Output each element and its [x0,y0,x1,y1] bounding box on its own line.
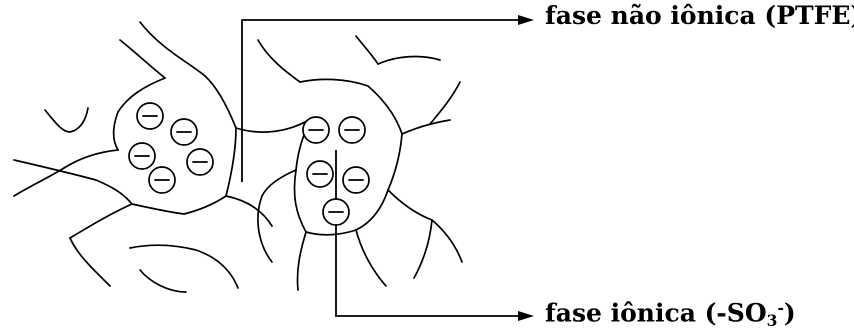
polymer-chain [356,36,378,64]
polymer-chain [414,220,432,278]
polymer-chain [70,238,110,286]
polymer-chain [432,220,462,262]
polymer-chain [14,168,64,196]
polymer-chain [140,22,205,76]
polymer-chain [388,190,432,220]
ionic-phase-label: fase iônica (-SO3-) [545,300,796,328]
polymer-chain [96,180,132,204]
polymer-chain [184,196,226,214]
ionic-label-prefix: fase iônica (-SO [545,299,767,328]
polymer-chain [294,170,306,232]
arrow-ionic [518,311,534,321]
polymer-chain [356,230,386,286]
left-polymer-chains [14,22,312,292]
ion-group [307,161,333,187]
polymer-chain [402,120,450,134]
polymer-chain [258,40,300,82]
polymer-chain [356,190,388,230]
polymer-chain [120,40,165,78]
ion-group [171,119,197,145]
ion-group [187,149,213,175]
ionic-label-subscript: 3 [767,311,778,330]
non-ionic-phase-label: fase não iônica (PTFE) [545,3,854,28]
ion-group [323,199,349,225]
polymer-chain [132,204,184,214]
polymer-chain [300,79,368,86]
polymer-chain [236,118,312,132]
ion-group [343,167,369,193]
polymer-chain [368,86,402,134]
ion-group [303,117,329,143]
polymer-chain [388,134,402,190]
polymer-chain [262,170,296,196]
polymer-chain [226,128,236,196]
polymer-chain [14,160,96,180]
polymer-chain [70,204,132,238]
polymer-chain [114,112,119,150]
polymer-chain [378,57,440,64]
polymer-chain [205,76,236,128]
ion-group [339,117,365,143]
polymer-chain [306,230,356,235]
leader-line-non-ionic [242,20,518,182]
polymer-chain [258,196,272,262]
polymer-chain [297,232,306,290]
polymer-chain [226,196,272,226]
polymer-chain [64,150,118,168]
polymer-chain [45,108,88,132]
ion-group [129,143,155,169]
ionic-label-suffix: ) [784,299,796,328]
ion-group [137,103,163,129]
right-polymer-chains [258,36,462,290]
polymer-chain [430,82,460,124]
ionic-groups [129,103,369,225]
polymer-chain [130,245,238,288]
arrow-non-ionic [518,15,534,25]
ion-group [149,167,175,193]
polymer-chain [140,270,186,292]
